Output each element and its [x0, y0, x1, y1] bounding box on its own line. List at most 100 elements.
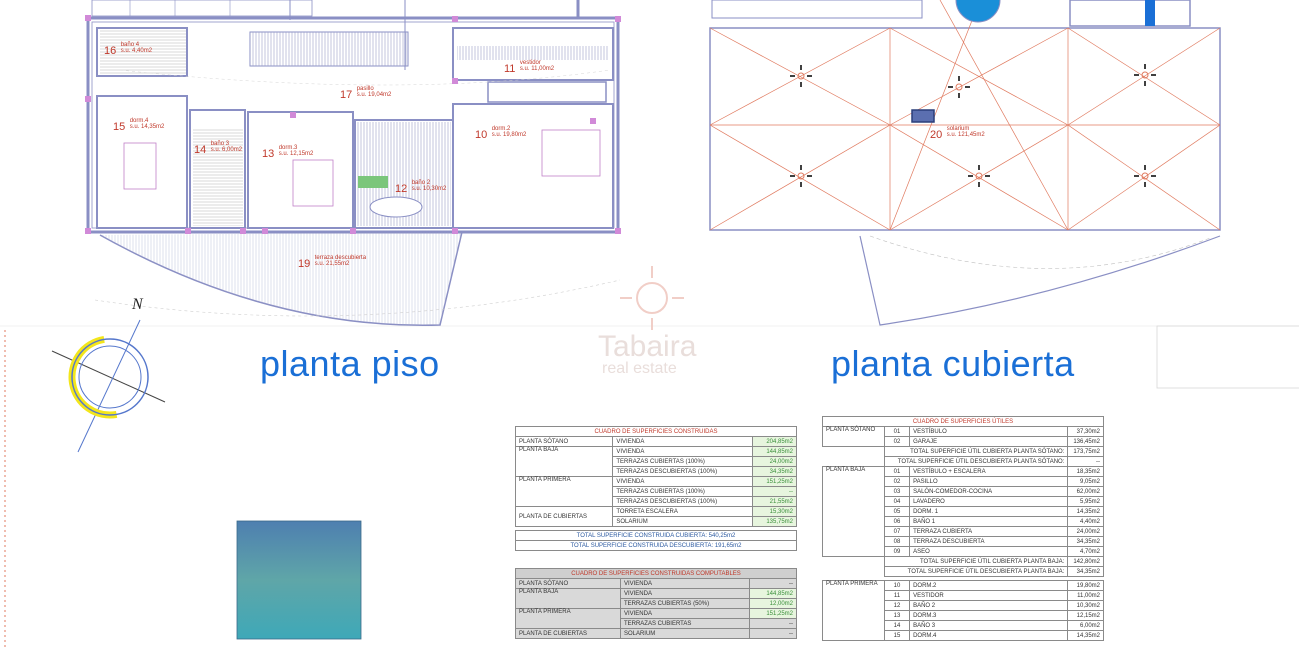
- table-cell: TOTAL SUPERFICIE ÚTIL CUBIERTA PLANTA BA…: [883, 556, 1069, 567]
- table-superficies-construidas: CUADRO DE SUPERFICIES CONSTRUIDAS PLANTA…: [514, 426, 797, 551]
- room-label-part: solarium s.u. 121,45m2: [947, 126, 985, 138]
- room-number: 17: [340, 89, 353, 101]
- planta-cubierta-plan: [709, 0, 1221, 326]
- title-planta-piso: planta piso: [260, 343, 440, 384]
- table-cell: 34,35m2: [1067, 566, 1104, 577]
- table-cell: PLANTA SÓTANO: [822, 426, 885, 447]
- table-cell: 11,00m2: [1067, 590, 1104, 601]
- table-cell: 34,35m2: [752, 466, 797, 477]
- table-cell: 11: [883, 590, 911, 601]
- table-caption: CUADRO DE SUPERFICIES CONSTRUIDAS: [515, 426, 797, 437]
- table-superficies-utiles: CUADRO DE SUPERFICIES ÚTILES PLANTA SÓTA…: [822, 416, 1104, 641]
- room-name: baño 4: [120, 42, 140, 48]
- table-cell: SOLARIUM: [619, 628, 750, 639]
- table-cell: TERRAZAS CUBIERTAS (100%): [612, 486, 754, 497]
- table-row: TOTAL SUPERFICIE ÚTIL CUBIERTA PLANTA SÓ…: [823, 446, 1104, 457]
- table-cell: TERRAZAS DESCUBIERTAS (100%): [612, 496, 754, 507]
- table-cell: PLANTA SÓTANO: [514, 436, 614, 447]
- table-cell: VESTÍBULO: [909, 426, 1069, 437]
- title-planta-cubierta: planta cubierta: [831, 343, 1075, 384]
- table-cell: 10,30m2: [1067, 600, 1104, 611]
- table-cell: TOTAL SUPERFICIE ÚTIL DESCUBIERTA PLANTA…: [883, 456, 1069, 467]
- table-cell: --: [748, 628, 798, 639]
- table-cell: PLANTA PRIMERA: [515, 608, 621, 629]
- table-cell: PLANTA BAJA: [515, 588, 621, 609]
- table-cell: PASILLO: [909, 476, 1069, 487]
- skylight: [911, 109, 935, 123]
- planta-piso-plan: [85, 0, 621, 326]
- room-area: s.u. 19,80m2: [491, 132, 527, 138]
- table-cell: PLANTA DE CUBIERTAS: [514, 506, 614, 527]
- table-cell: PLANTA BAJA: [514, 446, 614, 477]
- table-cell: LAVADERO: [909, 496, 1069, 507]
- room-10-dorm: [452, 103, 614, 229]
- room-area: s.u. 6,00m2: [210, 147, 243, 153]
- table-cell: CUADRO DE SUPERFICIES CONSTRUIDAS COMPUT…: [515, 568, 797, 579]
- table-cell: CUADRO DE SUPERFICIES ÚTILES: [822, 416, 1104, 427]
- table-cell: VIVIENDA: [612, 476, 754, 487]
- table-row: TOTAL SUPERFICIE CONSTRUIDA CUBIERTA: 54…: [515, 530, 797, 541]
- table-row: TOTAL SUPERFICIE CONSTRUIDA DESCUBIERTA:…: [515, 540, 797, 551]
- table-cell: 01: [883, 466, 911, 477]
- table-cell: SOLARIUM: [612, 516, 754, 527]
- table-cell: 24,00m2: [752, 456, 797, 467]
- table-cell: TORRETA ESCALERA: [612, 506, 754, 517]
- table-cell: VIVIENDA: [619, 588, 750, 599]
- table-cell: TERRAZAS DESCUBIERTAS (100%): [612, 466, 754, 477]
- table-cell: 151,25m2: [748, 608, 798, 619]
- table-cell: [823, 457, 885, 467]
- table-cell: [823, 557, 885, 567]
- table-row: TOTAL SUPERFICIE ÚTIL CUBIERTA PLANTA BA…: [823, 556, 1104, 567]
- table-cell: 15: [883, 630, 911, 641]
- room-area: s.u. 14,35m2: [129, 124, 165, 130]
- table-cell: TERRAZAS CUBIERTAS (100%): [612, 456, 754, 467]
- room-area: s.u. 10,30m2: [411, 186, 447, 192]
- pool-swatch: [236, 520, 362, 640]
- table-cell: 15,30m2: [752, 506, 797, 517]
- table-cell: 6,00m2: [1067, 620, 1104, 631]
- table-cell: 144,85m2: [752, 446, 797, 457]
- table-cell: PLANTA BAJA: [822, 466, 885, 557]
- pool-circle: [955, 0, 1001, 23]
- room-area: s.u. 121,45m2: [946, 132, 985, 138]
- table-cell: GARAJE: [909, 436, 1069, 447]
- room-number: 13: [262, 148, 275, 160]
- room-name: dorm.2: [491, 126, 511, 132]
- table-cell: VESTIDOR: [909, 590, 1069, 601]
- table-cell: VESTÍBULO + ESCALERA: [909, 466, 1069, 477]
- table-cell: 03: [883, 486, 911, 497]
- table-cell: 62,00m2: [1067, 486, 1104, 497]
- room-number: 11: [504, 63, 516, 75]
- table-cell: PLANTA DE CUBIERTAS: [515, 628, 621, 639]
- room-name: pasillo: [356, 86, 374, 92]
- table-cell: 142,80m2: [1067, 556, 1104, 567]
- table-cell: [823, 567, 885, 577]
- room-area: s.u. 11,00m2: [519, 66, 555, 72]
- table-cell: 07: [883, 526, 911, 537]
- table-cell: 09: [883, 546, 911, 557]
- table-cell: 9,05m2: [1067, 476, 1104, 487]
- room-number: 19: [298, 258, 311, 270]
- room-name: baño 3: [210, 141, 230, 147]
- table-cell: 21,55m2: [752, 496, 797, 507]
- table-cell: 4,70m2: [1067, 546, 1104, 557]
- table-cell: 18,35m2: [1067, 466, 1104, 477]
- table-row: CUADRO DE SUPERFICIES ÚTILES: [822, 416, 1104, 427]
- table-cell: VIVIENDA: [612, 446, 754, 457]
- room-label-20: 20 solarium s.u. 121,45m2: [930, 126, 985, 142]
- table-cell: DORM.4: [909, 630, 1069, 641]
- table-cell: 37,30m2: [1067, 426, 1104, 437]
- room-number: 10: [475, 129, 488, 141]
- room-13-dorm: [247, 111, 354, 229]
